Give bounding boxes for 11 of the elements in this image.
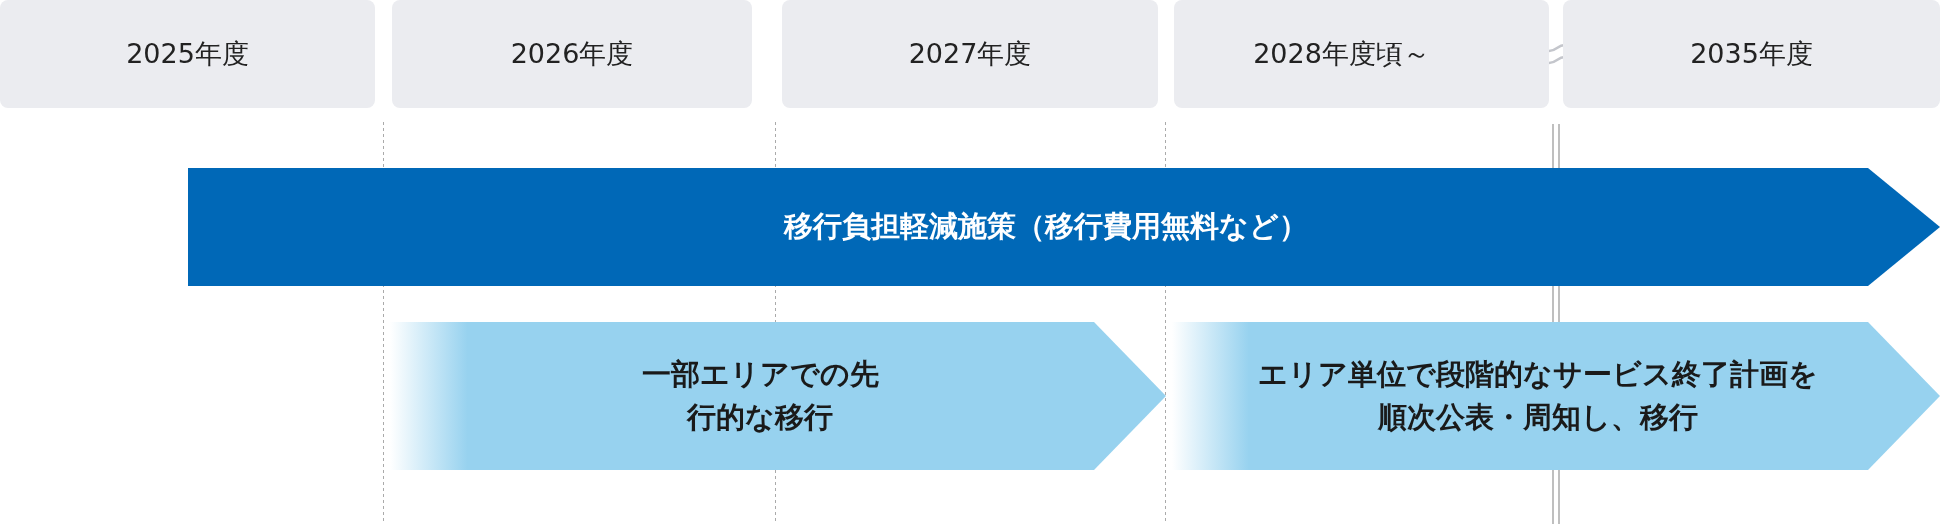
year-label: 2025年度 [126,37,249,71]
band-label: 一部エリアでの先行的な移行 [640,355,880,436]
band-label: 移行負担軽減施策（移行費用無料など） [784,208,1308,246]
year-label: 2027年度 [908,37,1032,71]
year-label: 2026年度 [510,37,634,71]
year-header [1174,0,1549,108]
arrow-band [188,168,1940,286]
year-label: 2035年度 [1690,37,1813,71]
year-label: 2028年度頃～ [1253,37,1430,71]
year-header [1563,0,1940,108]
band-label: エリア単位で段階的なサービス終了計画を順次公表・周知し、移行 [1258,355,1818,436]
